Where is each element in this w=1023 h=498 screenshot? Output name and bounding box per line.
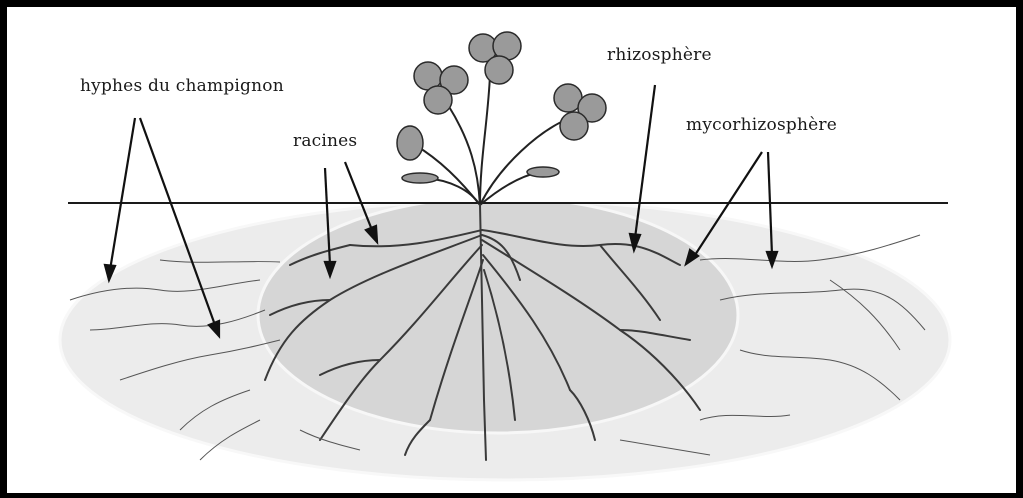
label-fungal-hyphae: hyphes du champignon	[80, 76, 284, 96]
label-mycorrhizosphere: mycorhizosphère	[686, 115, 837, 135]
label-rhizosphere: rhizosphère	[607, 45, 712, 65]
label-roots: racines	[293, 131, 357, 151]
